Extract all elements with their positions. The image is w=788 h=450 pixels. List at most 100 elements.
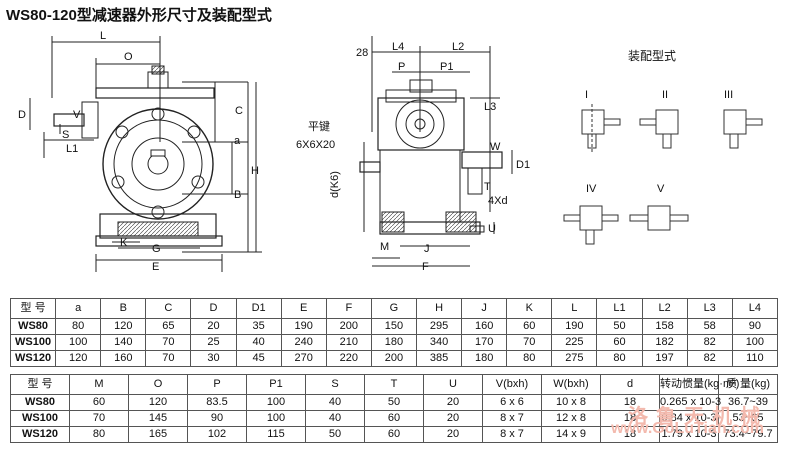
table-cell: 18 — [600, 394, 660, 411]
svg-text:D1: D1 — [516, 159, 530, 171]
column-header: B — [100, 298, 147, 319]
column-header: V(bxh) — [482, 374, 542, 395]
table-cell: 240 — [280, 334, 327, 351]
svg-text:L4: L4 — [392, 41, 404, 53]
svg-text:C: C — [235, 105, 243, 117]
column-header: K — [506, 298, 553, 319]
table-cell: 140 — [100, 334, 147, 351]
svg-text:V: V — [73, 109, 81, 121]
svg-text:L3: L3 — [484, 101, 496, 113]
table-cell: 20 — [423, 426, 483, 443]
mount-types: I II III IV V — [585, 89, 733, 195]
watermark-url: www.GoLuTian.com — [611, 420, 764, 437]
row-model: WS80 — [9, 318, 57, 335]
table-cell: 275 — [551, 350, 598, 367]
table-cell: 145 — [128, 410, 188, 427]
table-cell: 70 — [69, 410, 129, 427]
table-cell: 60 — [364, 410, 424, 427]
svg-text:H: H — [251, 165, 259, 177]
svg-text:d(K6): d(K6) — [329, 171, 341, 198]
table-cell: 120 — [55, 350, 102, 367]
table-cell: 50 — [364, 394, 424, 411]
svg-text:S: S — [62, 129, 69, 141]
svg-text:T: T — [484, 181, 491, 193]
table-cell: 270 — [280, 350, 327, 367]
svg-text:D: D — [18, 109, 26, 121]
table-cell: 197 — [641, 350, 688, 367]
side-view — [359, 36, 513, 267]
column-header: T — [364, 374, 424, 395]
mount-label-4: IV — [586, 183, 597, 195]
column-header: W(bxh) — [541, 374, 601, 395]
svg-text:J: J — [424, 243, 430, 255]
table-cell: 8 x 7 — [482, 410, 542, 427]
table-cell: 70 — [145, 350, 192, 367]
table-cell: 200 — [325, 318, 372, 335]
svg-text:4Xd: 4Xd — [488, 195, 508, 207]
column-header: 质 量(kg) — [718, 374, 778, 395]
front-view — [29, 36, 262, 272]
column-header: P — [187, 374, 247, 395]
svg-text:K: K — [120, 237, 128, 249]
table-cell: 120 — [128, 394, 188, 411]
table-cell: 180 — [461, 350, 508, 367]
table-cell: 70 — [145, 334, 192, 351]
table-cell: 80 — [55, 318, 102, 335]
svg-text:P1: P1 — [440, 61, 453, 73]
column-header: E — [280, 298, 327, 319]
svg-text:E: E — [152, 261, 159, 273]
page-title: WS80-120型减速器外形尺寸及装配型式 — [6, 7, 272, 24]
table-cell: 210 — [325, 334, 372, 351]
watermark-brand: 洛鲁天机械 — [628, 406, 768, 428]
table-cell: 40 — [235, 334, 282, 351]
svg-text:F: F — [422, 261, 429, 273]
table-cell: 8 x 7 — [482, 426, 542, 443]
table-cell: 100 — [246, 394, 306, 411]
table-cell: 12 x 8 — [541, 410, 601, 427]
table-cell: 150 — [370, 318, 417, 335]
svg-text:G: G — [152, 243, 161, 255]
table-cell: 50 — [596, 318, 643, 335]
column-header: D1 — [235, 298, 282, 319]
mount-label-2: II — [662, 89, 668, 101]
svg-text:L1: L1 — [66, 143, 78, 155]
table-cell: 60 — [596, 334, 643, 351]
table-cell: 102 — [187, 426, 247, 443]
table-cell: 40 — [305, 410, 365, 427]
table-cell: 80 — [69, 426, 129, 443]
table-cell: 80 — [596, 350, 643, 367]
row-model: WS100 — [9, 334, 57, 351]
svg-text:M: M — [380, 241, 389, 253]
table-cell: 100 — [731, 334, 779, 351]
table-cell: 18 — [600, 426, 660, 443]
svg-text:L2: L2 — [452, 41, 464, 53]
mount-icon-3 — [723, 109, 763, 149]
table-cell: 73.4~79.7 — [718, 426, 778, 443]
table-cell: 82 — [686, 334, 733, 351]
table-cell: 385 — [415, 350, 463, 367]
column-header: F — [325, 298, 372, 319]
svg-text:6X6X20: 6X6X20 — [296, 139, 335, 151]
svg-text:a: a — [234, 135, 241, 147]
svg-text:平键: 平键 — [308, 119, 330, 133]
svg-text:B: B — [234, 189, 241, 201]
column-header: 型 号 — [10, 374, 70, 395]
table-cell: 20 — [423, 394, 483, 411]
mount-label-1: I — [585, 89, 588, 101]
mount-label-5: V — [657, 183, 665, 195]
table-cell: 190 — [551, 318, 598, 335]
column-header: U — [423, 374, 483, 395]
table-cell: 70 — [506, 334, 553, 351]
table-cell: 180 — [370, 334, 417, 351]
table-cell: 83.5 — [187, 394, 247, 411]
svg-text:O: O — [124, 51, 133, 63]
